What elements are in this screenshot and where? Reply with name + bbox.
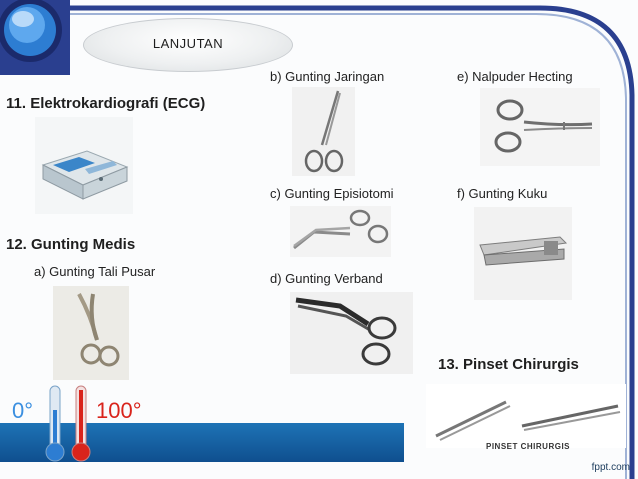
gunting-episiotomi-image xyxy=(290,206,391,257)
heading-ecg: 11. Elektrokardiografi (ECG) xyxy=(6,95,206,112)
gunting-tali-pusar-image xyxy=(53,286,129,380)
bottom-accent-bar xyxy=(0,423,404,462)
temp-zero-label: 0° xyxy=(12,398,34,423)
continuation-badge: LANJUTAN xyxy=(83,18,293,72)
cold-bulb xyxy=(45,442,65,462)
ecg-machine-image xyxy=(35,117,133,214)
gunting-jaringan-image xyxy=(292,87,355,176)
label-nalpuder-hecting: e) Nalpuder Hecting xyxy=(457,69,573,84)
pinset-image-caption: PINSET CHIRURGIS xyxy=(486,442,571,451)
gunting-verband-image xyxy=(290,292,413,374)
label-gunting-verband: d) Gunting Verband xyxy=(270,271,383,286)
footer-credit[interactable]: fppt.com xyxy=(591,462,630,473)
heading-pinset: 13. Pinset Chirurgis xyxy=(438,356,579,373)
nalpuder-hecting-image xyxy=(480,88,600,166)
label-gunting-jaringan: b) Gunting Jaringan xyxy=(270,69,385,84)
pinset-chirurgis-image xyxy=(426,384,626,448)
heading-gunting-medis: 12. Gunting Medis xyxy=(6,236,136,253)
label-gunting-episiotomi: c) Gunting Episiotomi xyxy=(270,186,394,201)
label-gunting-kuku: f) Gunting Kuku xyxy=(457,186,548,201)
badge-label: LANJUTAN xyxy=(152,36,224,51)
thermometer-graphic xyxy=(45,385,91,462)
gunting-kuku-image xyxy=(474,207,572,300)
temp-hundred-label: 100° xyxy=(96,398,142,423)
label-gunting-tali-pusar: a) Gunting Tali Pusar xyxy=(34,264,156,279)
hot-bulb xyxy=(71,442,91,462)
